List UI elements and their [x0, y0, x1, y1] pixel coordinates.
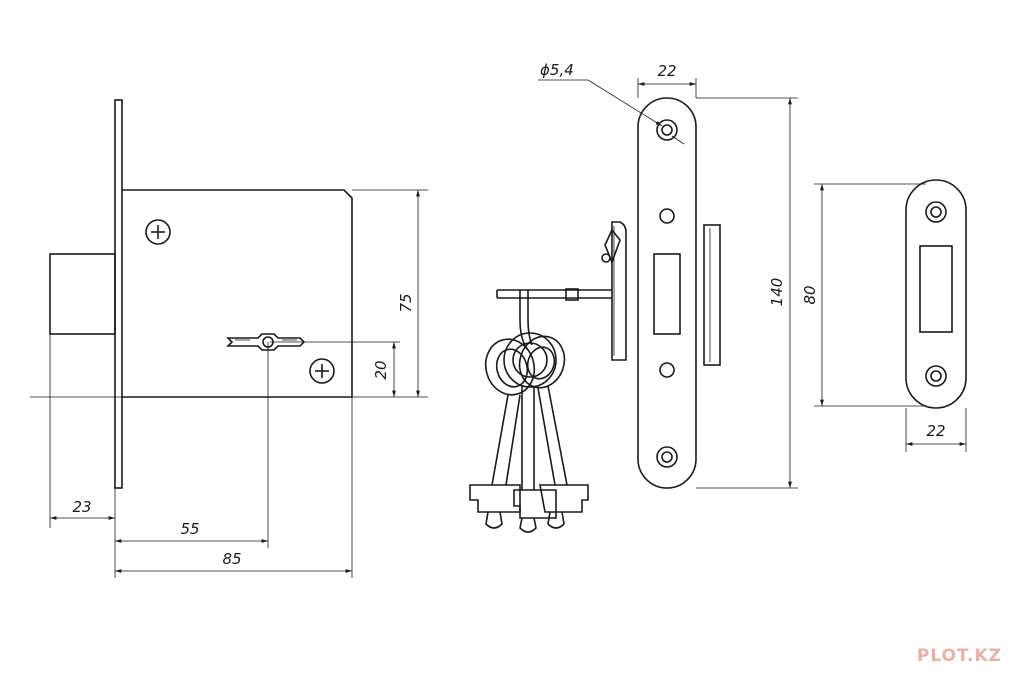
- dim-keyhole-offset: 20: [372, 360, 390, 379]
- lock-front-view: ϕ5,4 22 140: [538, 61, 798, 489]
- screw-hole-icon: [656, 446, 678, 468]
- lock-side-view: 75 20 23 55 85: [30, 99, 428, 578]
- strike-opening: [919, 245, 953, 333]
- watermark-logo: PLOT.KZ: [916, 646, 1002, 666]
- dim-strike-length: 80: [801, 285, 819, 304]
- fixing-hole-icon: [659, 362, 675, 378]
- dim-strike-width: 22: [926, 422, 945, 440]
- key-icon: [518, 335, 589, 529]
- fixing-hole-icon: [659, 208, 675, 224]
- dim-case-depth: 85: [222, 550, 241, 568]
- bolt-opening: [653, 253, 681, 335]
- dim-faceplate-length: 140: [768, 278, 786, 307]
- dim-faceplate-width: 22: [657, 62, 676, 80]
- key-icon: [503, 332, 557, 533]
- dim-backset: 55: [180, 520, 199, 538]
- screw-hole-icon: [656, 119, 678, 141]
- screw-icon: [309, 358, 335, 384]
- dim-bolt-throw: 23: [72, 498, 91, 516]
- screw-hole-icon: [925, 201, 947, 223]
- dim-lock-height: 75: [397, 293, 415, 312]
- screw-icon: [145, 219, 171, 245]
- dim-hole-diameter: ϕ5,4: [540, 61, 574, 79]
- screw-hole-icon: [925, 365, 947, 387]
- key-bundle: [469, 288, 612, 533]
- strike-plate-view: 80 22: [801, 179, 967, 452]
- key-icon: [469, 338, 536, 529]
